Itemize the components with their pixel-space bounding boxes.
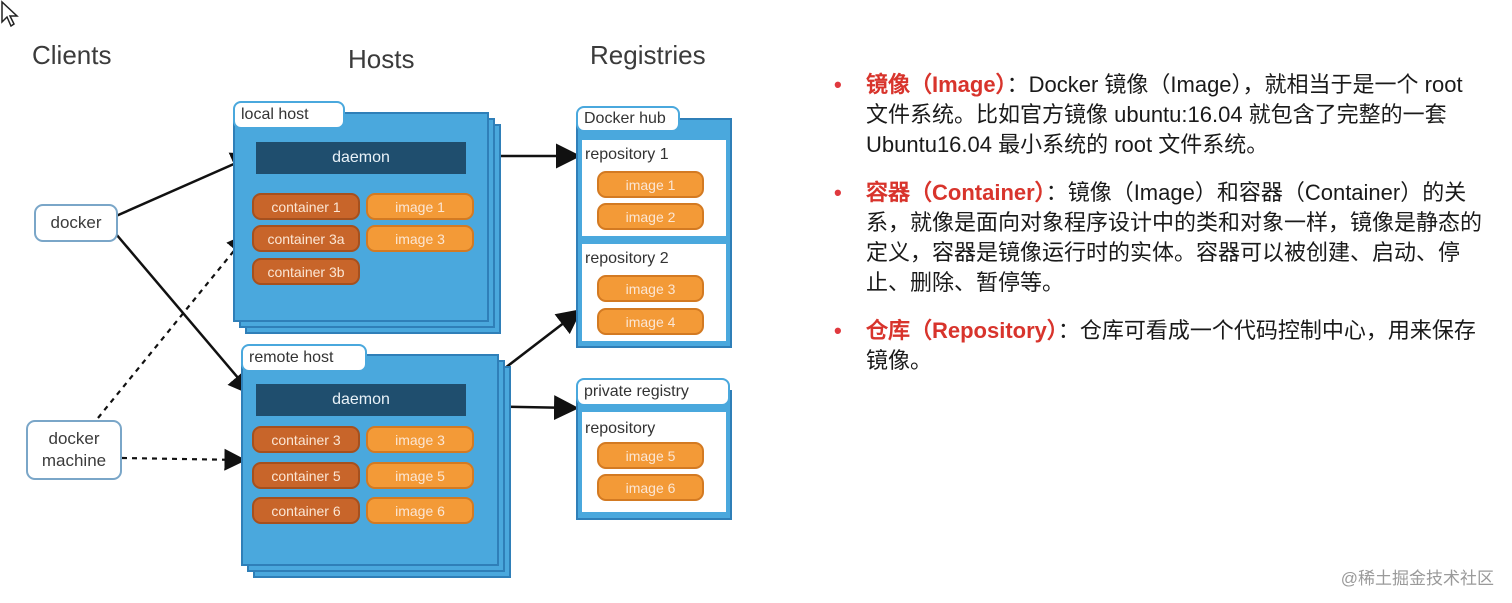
note-container: • 容器（Container）：镜像（Image）和容器（Container）的…: [830, 178, 1490, 298]
registries-column-title: Registries: [590, 40, 706, 70]
docker-hub-label: Docker hub: [576, 106, 680, 132]
note-repository: • 仓库（Repository）：仓库可看成一个代码控制中心，用来保存镜像。: [830, 316, 1490, 376]
bullet-dot-icon: •: [834, 180, 842, 205]
docker-machine-label-line2: machine: [41, 451, 107, 470]
docker-machine-client: docker machine: [26, 420, 122, 480]
remote-container-6: container 6: [252, 497, 360, 524]
repository-1-label: repository 1: [585, 146, 669, 163]
docker-machine-label-line1: docker: [48, 429, 100, 448]
docker-client-label: docker: [50, 213, 102, 232]
local-image-3: image 3: [366, 225, 474, 252]
note-container-term: 容器（Container）: [866, 180, 1046, 205]
docker-client: docker: [34, 204, 118, 242]
note-image-text: ：Docker 镜像（Image），就相当于是一个 root 文件系统。比如官方…: [866, 72, 1463, 157]
private-repository-label: repository: [585, 420, 656, 437]
local-container-3a: container 3a: [252, 225, 360, 252]
hub-image-2: image 2: [597, 203, 704, 230]
repository-2-label: repository 2: [585, 250, 669, 267]
local-host-label: local host: [233, 101, 345, 129]
local-container-1: container 1: [252, 193, 360, 220]
remote-container-5: container 5: [252, 462, 360, 489]
hub-image-1: image 1: [597, 171, 704, 198]
arrow-docker-to-remote-daemon: [115, 233, 254, 396]
private-image-5: image 5: [597, 442, 704, 469]
note-repository-text: ：仓库可看成一个代码控制中心，用来保存镜像。: [866, 318, 1476, 373]
remote-image-5: image 5: [366, 462, 474, 489]
hub-image-3: image 3: [597, 275, 704, 302]
arrow-docker-to-local-daemon: [115, 152, 257, 218]
bullet-dot-icon: •: [834, 72, 842, 97]
remote-daemon: daemon: [256, 384, 466, 416]
remote-image-3: image 3: [366, 426, 474, 453]
private-image-6: image 6: [597, 474, 704, 501]
watermark: @稀土掘金技术社区: [1340, 569, 1494, 588]
mouse-pointer-icon: [1, 0, 19, 28]
arrow-machine-to-local-host: [97, 232, 249, 419]
hub-image-4: image 4: [597, 308, 704, 335]
remote-image-6: image 6: [366, 497, 474, 524]
bullet-dot-icon: •: [834, 318, 842, 343]
note-image: • 镜像（Image）：Docker 镜像（Image），就相当于是一个 roo…: [830, 70, 1490, 160]
hosts-column-title: Hosts: [348, 44, 415, 74]
concept-notes: • 镜像（Image）：Docker 镜像（Image），就相当于是一个 roo…: [830, 70, 1490, 394]
note-image-term: 镜像（Image）: [866, 72, 1007, 97]
remote-container-3: container 3: [252, 426, 360, 453]
docker-architecture-diagram: Clients Hosts Registries docker docker m…: [1, 0, 732, 578]
remote-host-label: remote host: [241, 344, 367, 372]
note-container-text: ：镜像（Image）和容器（Container）的关系，就像是面向对象程序设计中…: [866, 180, 1483, 295]
private-registry-label: private registry: [576, 378, 730, 406]
note-repository-term: 仓库（Repository）: [866, 318, 1058, 343]
arrow-machine-to-remote-host: [121, 448, 247, 471]
local-container-3b: container 3b: [252, 258, 360, 285]
clients-column-title: Clients: [32, 40, 112, 70]
local-daemon: daemon: [256, 142, 466, 174]
local-image-1: image 1: [366, 193, 474, 220]
